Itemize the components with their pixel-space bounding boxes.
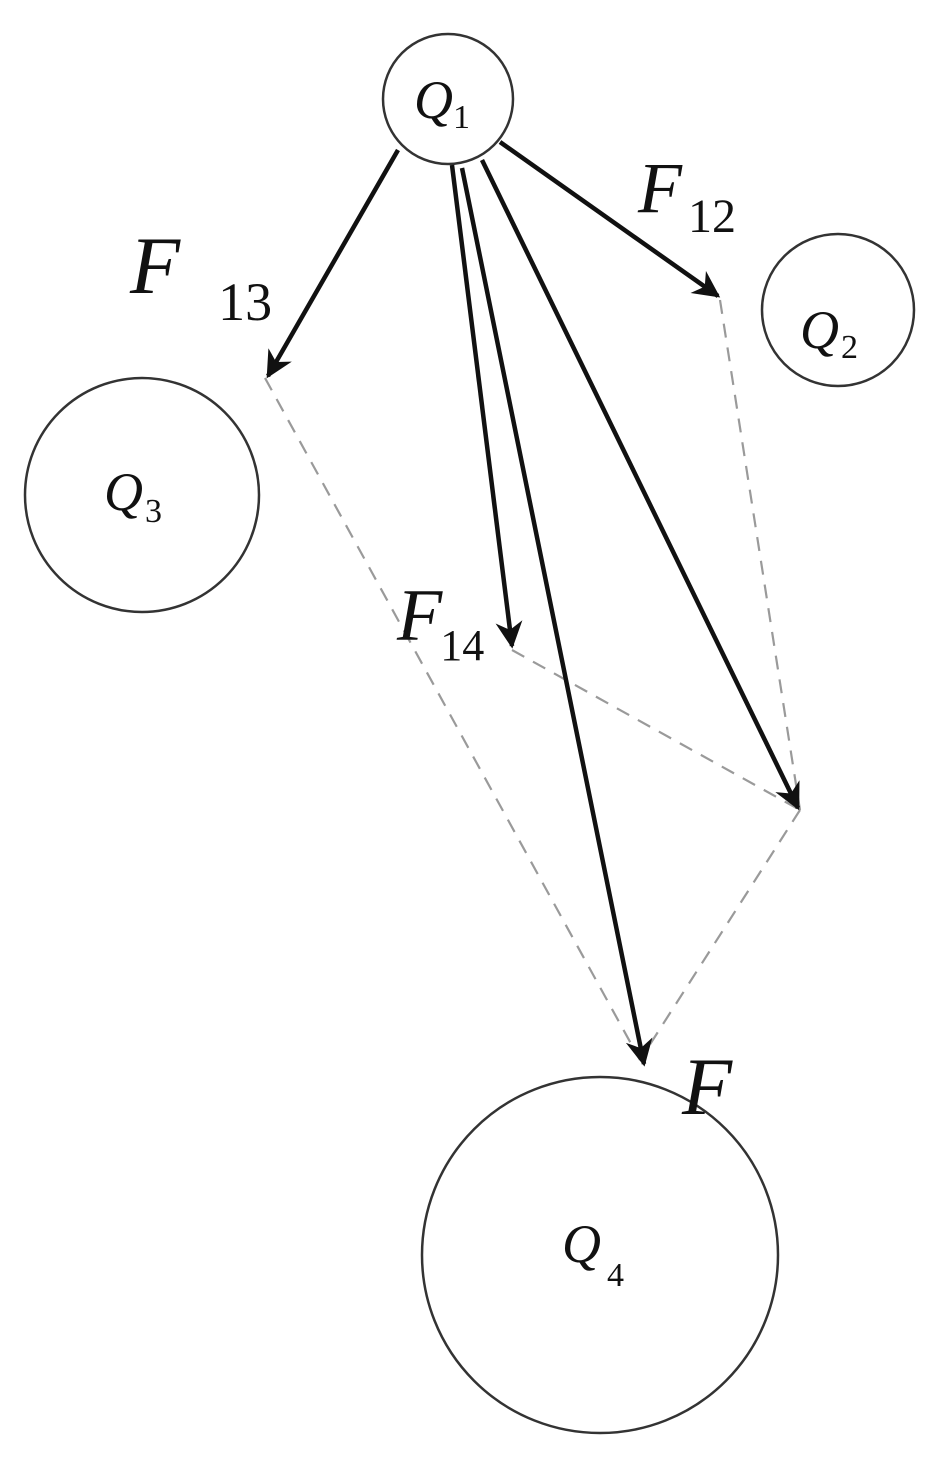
force-arrow-f12 — [498, 140, 721, 298]
force-arrows — [266, 140, 801, 1067]
label-q1: Q1 — [414, 70, 470, 136]
charges — [23, 32, 916, 1435]
force-arrow-partial-sum — [479, 159, 801, 811]
force-arrow-resultant — [459, 167, 653, 1067]
charge-q3-circle — [23, 376, 261, 614]
construction-lines — [264, 299, 802, 1061]
label-q3: Q3 — [104, 462, 162, 530]
charge-q1-circle — [381, 32, 515, 166]
label-f14: F14 — [396, 575, 484, 670]
force-arrow-f14 — [449, 164, 523, 649]
charge-q4-circle — [420, 1075, 780, 1435]
force-arrow-f13 — [266, 148, 400, 379]
dashed-line-partial-sum-to-resultant — [639, 809, 801, 1061]
label-q2: Q2 — [800, 300, 858, 366]
dashed-line-f14-to-partial-sum — [511, 649, 801, 811]
charge-q2-circle — [760, 232, 916, 388]
dashed-line-f13-to-resultant — [264, 377, 641, 1061]
charge-labels: Q1 Q2 Q3 Q4 — [104, 70, 858, 1294]
label-resultant-f: F — [681, 1041, 733, 1132]
label-q4: Q4 — [562, 1214, 624, 1294]
